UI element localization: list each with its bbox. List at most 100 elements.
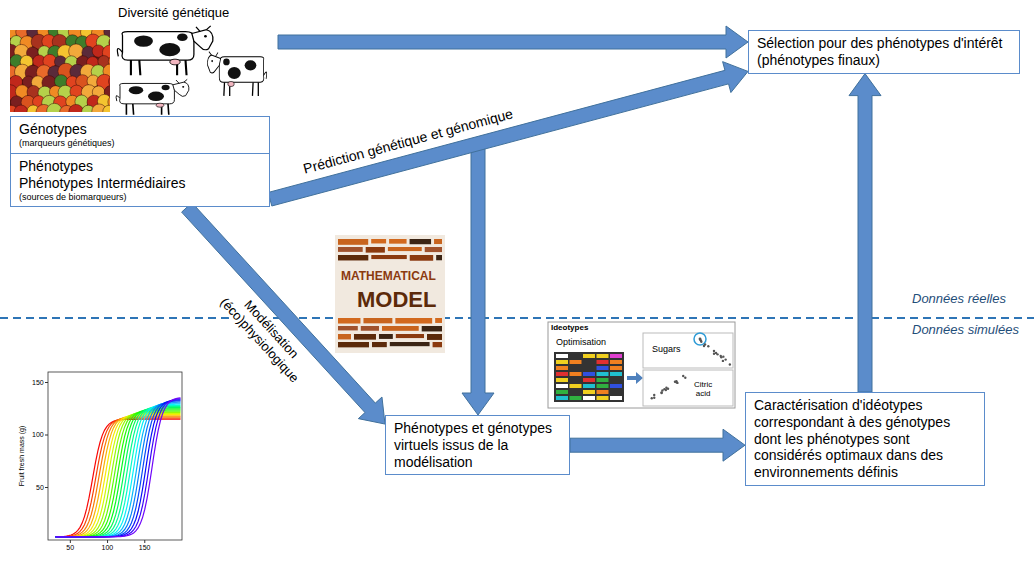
word-mark [366, 247, 385, 253]
image-title: Ideotypes [551, 323, 588, 332]
scatter-dot [703, 345, 705, 347]
scatter-dot [653, 397, 655, 399]
genotype-band [556, 396, 568, 400]
axis-label: Citric acid [694, 380, 712, 398]
chart-frame [48, 372, 182, 540]
box-text: (sources de biomarqueurs) [19, 192, 261, 203]
box-text: Sélection pour des phénotypes d'intérêt … [757, 35, 1011, 69]
scatter-panel [643, 333, 733, 368]
ideotype-panel [548, 322, 735, 408]
genotype-band [597, 378, 609, 382]
genotype-band [610, 396, 622, 400]
axis-tick: 100 [32, 431, 44, 439]
scatter-dot [724, 358, 726, 360]
scatter-dot [665, 387, 667, 389]
growth-curve [55, 400, 180, 537]
word-mark [361, 326, 379, 331]
tomato [69, 104, 83, 112]
axis-tick-mark [107, 540, 108, 543]
word-mark [354, 334, 376, 340]
tomato [103, 105, 110, 112]
process-box: Sélection pour des phénotypes d'intérêt … [748, 30, 1020, 74]
genotype-band [597, 390, 609, 394]
scatter-dot [699, 339, 701, 341]
axis-tick-mark [45, 382, 48, 383]
scatter-dot [707, 345, 709, 347]
box-text: Phénotypes et génotypes virtuels issus d… [394, 420, 561, 470]
image-caption: Optimisation [556, 337, 606, 347]
scatter-dot [713, 350, 715, 352]
axis-tick-mark [144, 540, 145, 543]
ideotype-figure [556, 338, 731, 400]
tomato [14, 105, 28, 112]
tomato-photo-ground [10, 30, 110, 112]
genotype-band [570, 360, 582, 364]
word-mark [425, 247, 442, 252]
genotype-band [556, 360, 568, 364]
highlight-circle [694, 333, 706, 345]
word-mark [372, 342, 387, 347]
flow-arrow [268, 62, 748, 206]
genotype-band [610, 366, 622, 370]
scatter-dot [676, 382, 678, 384]
word-mark [389, 239, 406, 244]
box-text: (marqueurs génétiques) [19, 138, 261, 149]
word-mark [433, 342, 442, 347]
cow-drawing [117, 26, 213, 75]
cow-drawing [116, 79, 189, 114]
word-mark [436, 255, 442, 260]
box-text: Phénotypes Intermédiaires [19, 175, 261, 192]
scatter-dot [661, 389, 663, 391]
word-mark [363, 318, 392, 323]
word-mark [379, 334, 393, 339]
growth-curve [55, 402, 180, 537]
genotype-band [597, 372, 609, 376]
genotype-band [583, 378, 595, 382]
axis-tick: 50 [36, 484, 44, 492]
word-mark [338, 318, 360, 324]
axis-label: Sugars [652, 344, 681, 354]
box-text: Phénotypes [19, 158, 261, 175]
word-cloud-ground [335, 235, 445, 353]
genotype-band [556, 378, 568, 382]
genotype-band [583, 354, 595, 358]
word-mark [388, 247, 422, 251]
genotype-band [556, 390, 568, 394]
flow-arrow [849, 74, 881, 392]
word-mark [427, 334, 442, 340]
scatter-dot [722, 355, 724, 357]
genotype-band [583, 390, 595, 394]
process-box: Génotypes(marqueurs génétiques) [10, 116, 270, 154]
growth-curve [55, 404, 180, 537]
separator-line [0, 317, 1034, 319]
growth-curve [55, 398, 180, 537]
word-mark [396, 334, 424, 338]
genotype-band [583, 372, 595, 376]
scatter-dot [682, 375, 684, 377]
genotype-band [556, 384, 568, 388]
scatter-dot [674, 381, 676, 383]
word-cloud-word: MODEL [357, 287, 436, 312]
genotype-band [610, 354, 622, 358]
genotype-band [610, 372, 622, 376]
word-mark [390, 342, 430, 346]
growth-curve [55, 405, 180, 536]
flow-arrow [182, 203, 385, 424]
genotype-band [583, 384, 595, 388]
word-mark [371, 255, 406, 259]
scatter-dot [722, 360, 724, 362]
genotype-band [570, 372, 582, 376]
scatter-dot [651, 397, 653, 399]
axis-tick: 150 [139, 544, 151, 552]
word-mark [338, 334, 351, 339]
word-cloud-word: MATHEMATICAL [341, 270, 436, 284]
word-mark [338, 255, 368, 260]
growth-curve [55, 407, 180, 537]
word-mark [382, 326, 419, 331]
box-text: Caractérisation d'idéotypes correspondan… [754, 397, 976, 481]
word-mark [338, 342, 369, 347]
process-box: PhénotypesPhénotypes Intermédiaires(sour… [10, 153, 270, 207]
growth-curves [55, 398, 180, 537]
flow-arrow [462, 146, 494, 415]
